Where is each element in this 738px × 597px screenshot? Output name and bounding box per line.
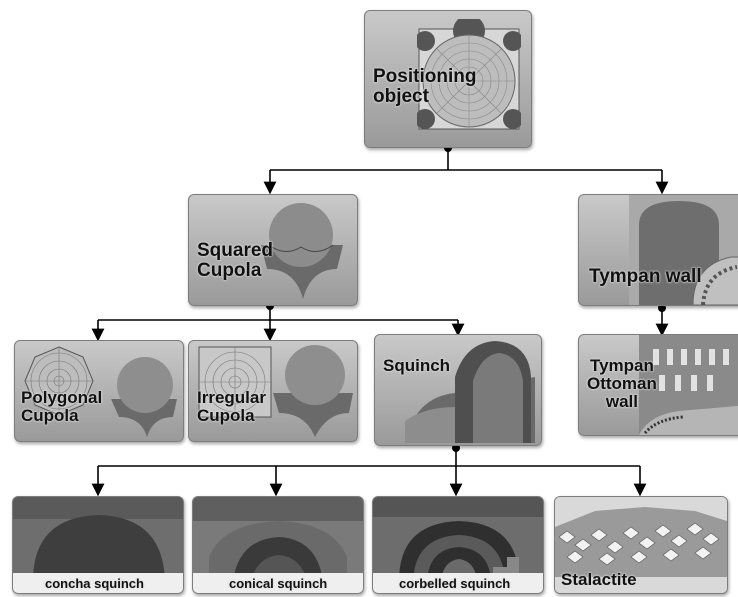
node-tympan-ottoman-wall: Tympan Ottoman wall	[578, 334, 738, 436]
node-squared-cupola: Squared Cupola	[188, 194, 358, 306]
node-polygonal-cupola: Polygonal Cupola	[14, 340, 184, 442]
node-irregular-cupola: Irregular Cupola	[188, 340, 358, 442]
tympan-wall-image	[629, 195, 738, 305]
dome-plan-image	[417, 19, 521, 130]
node-label: Stalactite	[561, 570, 637, 589]
squinch-image	[405, 341, 535, 443]
caption-strip	[13, 573, 183, 593]
node-label: Squinch	[383, 356, 451, 375]
connector-root	[263, 148, 669, 195]
squared-cupola-image	[261, 203, 343, 299]
node-label: Tympan wall	[589, 266, 702, 287]
node-tympan-wall: Tympan wall	[578, 194, 738, 306]
node-positioning-object: Positioning object	[364, 10, 532, 148]
irregular-cupola-image	[198, 345, 353, 437]
caption-strip	[193, 573, 363, 593]
node-label: Squared Cupola	[197, 240, 274, 281]
tympan-ottoman-image	[639, 335, 738, 435]
node-concha-squinch: concha squinch	[12, 496, 184, 594]
node-label: Positioning object	[373, 66, 477, 107]
node-label: concha squinch	[45, 576, 144, 591]
polygonal-cupola-image	[24, 346, 177, 437]
caption-strip	[373, 573, 543, 593]
stalactite-image	[555, 497, 727, 593]
node-stalactite: Stalactite	[554, 496, 728, 594]
node-label: conical squinch	[229, 576, 328, 591]
node-conical-squinch: conical squinch	[192, 496, 364, 594]
node-squinch: Squinch	[374, 334, 542, 446]
node-label: Tympan Ottoman wall	[587, 356, 657, 411]
connector-squared	[91, 306, 465, 342]
node-label: Irregular Cupola	[197, 388, 266, 425]
connector-dot	[658, 304, 666, 312]
node-label: Polygonal Cupola	[21, 388, 103, 425]
node-corbelled-squinch: corbelled squinch	[372, 496, 544, 594]
connector-dot	[452, 444, 460, 452]
node-label: corbelled squinch	[399, 576, 511, 591]
connector-squinch	[91, 448, 647, 497]
